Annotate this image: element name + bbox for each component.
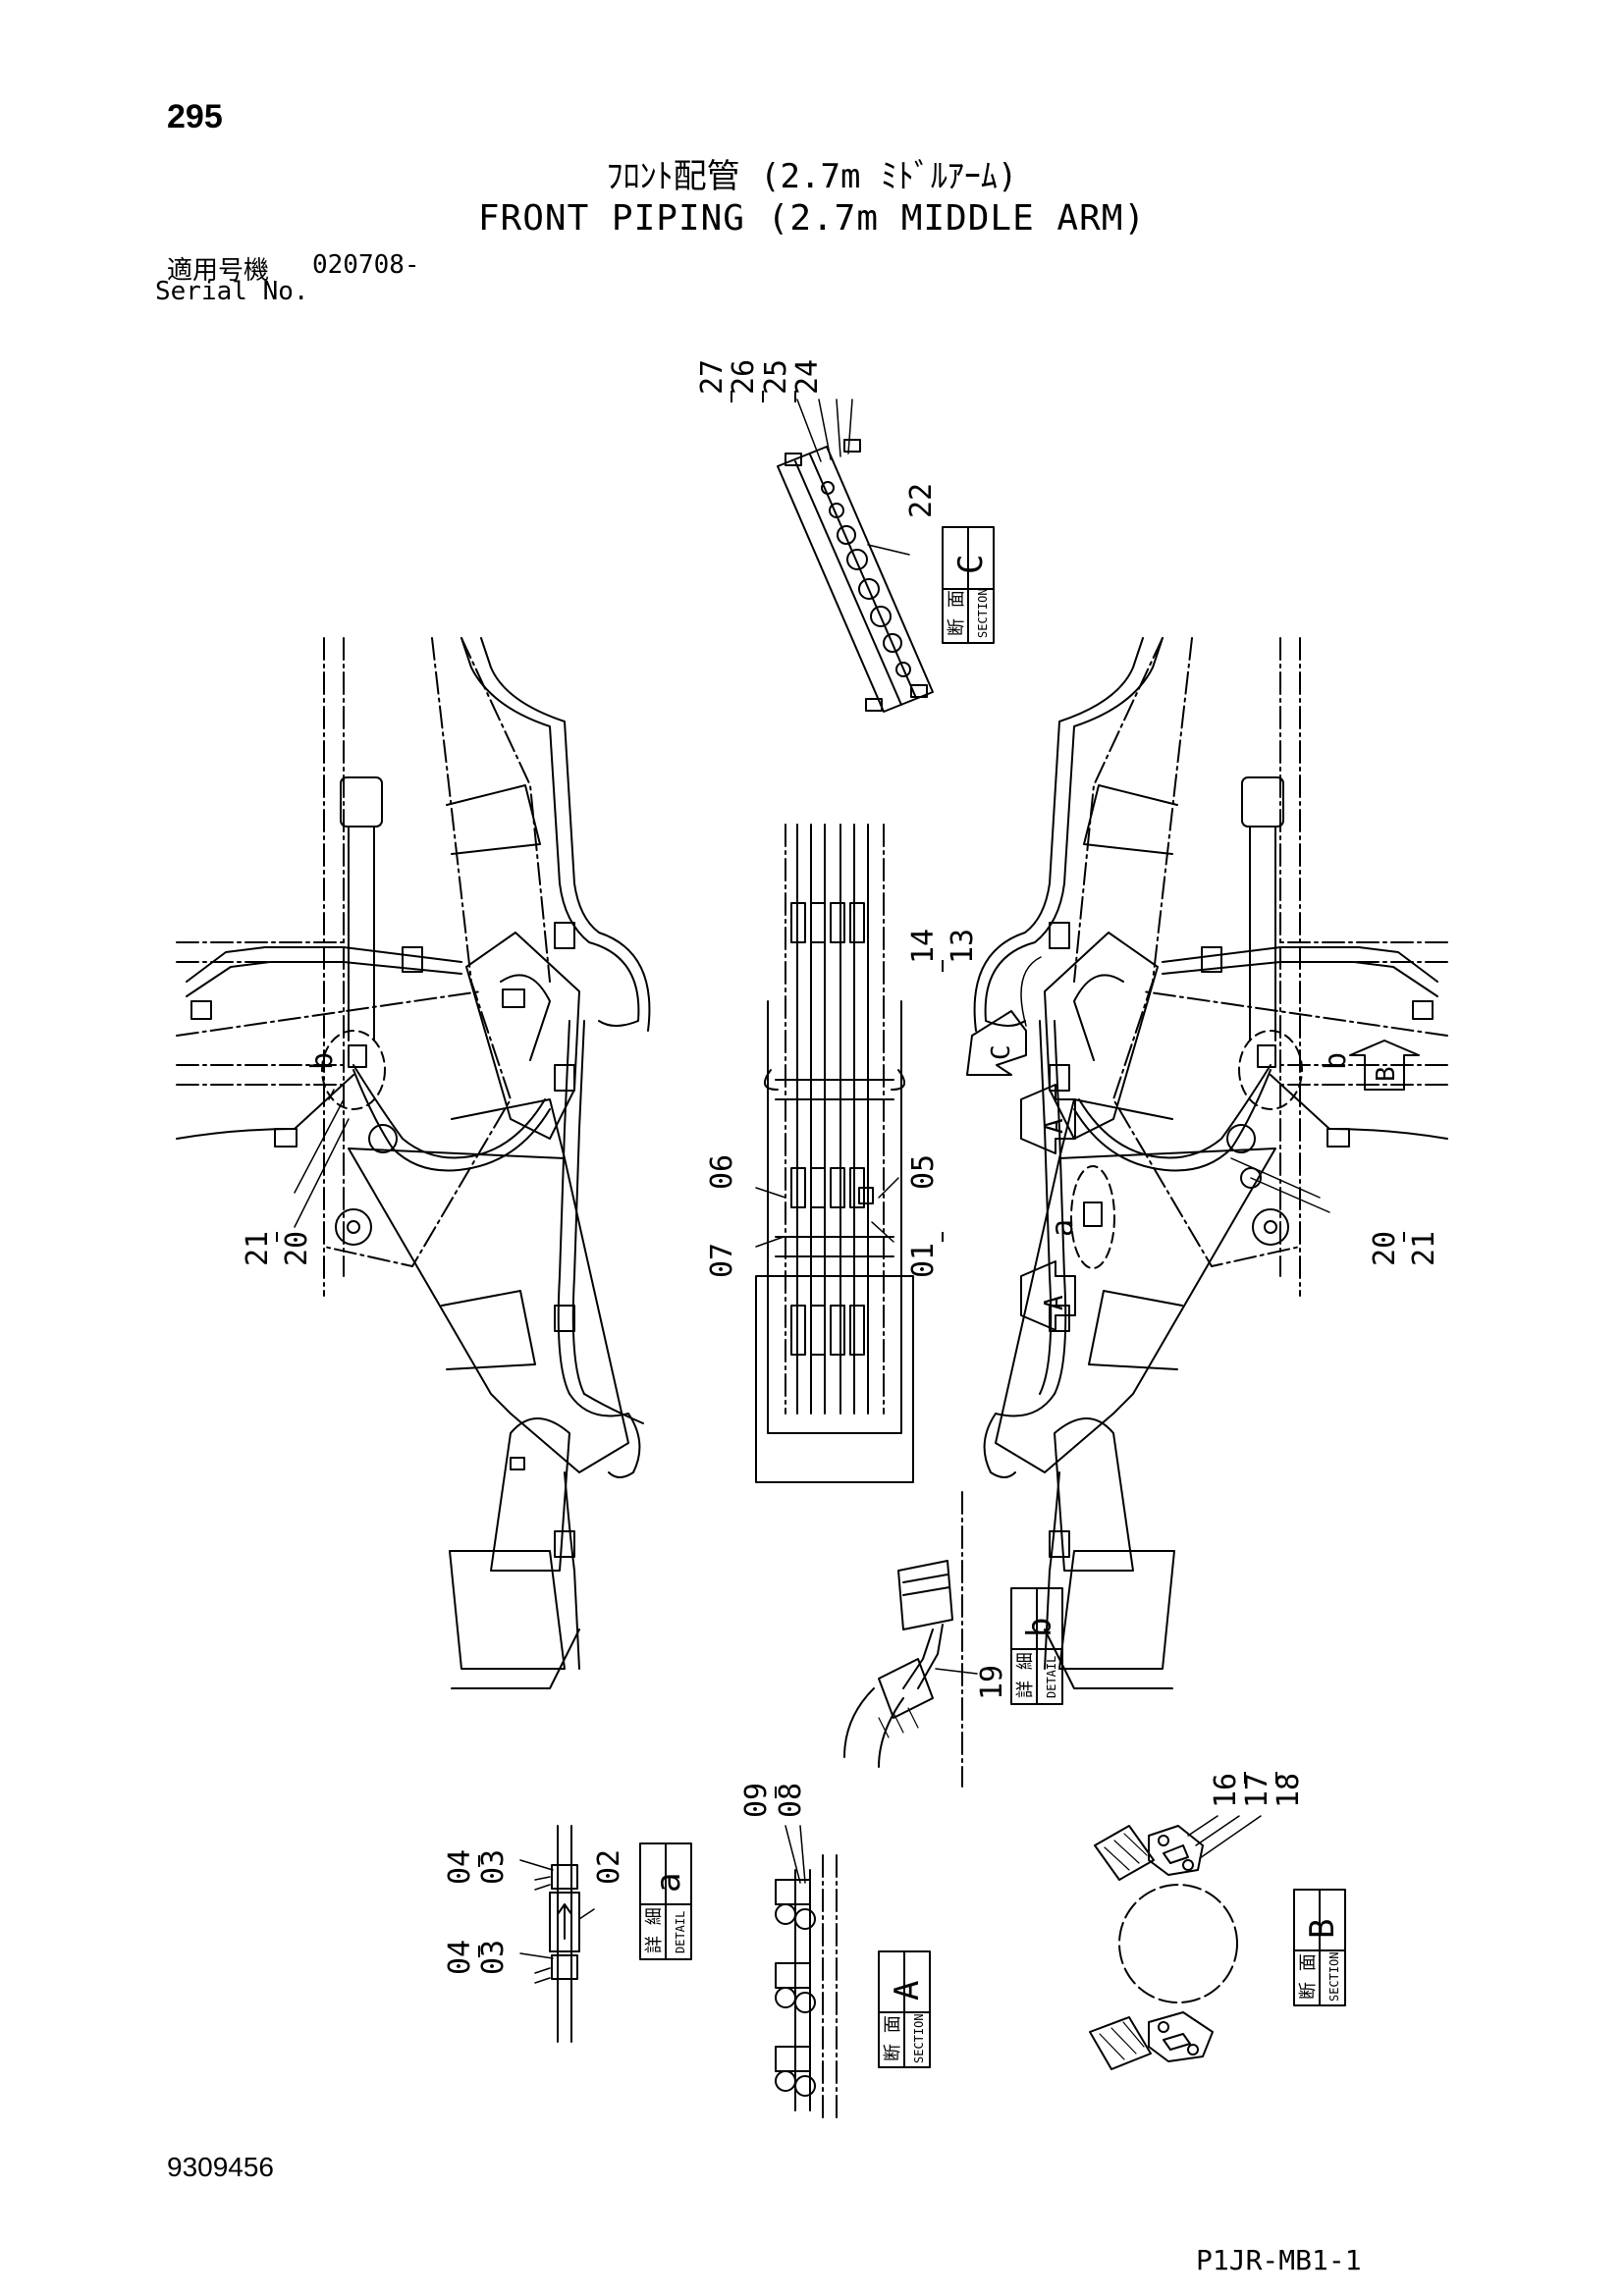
document-number: 9309456 — [167, 2152, 275, 2182]
section-a-clamp-stack — [775, 1825, 838, 2121]
callout-20-right: 20 — [1368, 1231, 1402, 1266]
serial-value: 020708- — [312, 250, 420, 280]
view-letter-c-arrow: C — [987, 1044, 1016, 1060]
section-c-clamp-assembly — [777, 399, 934, 713]
callout-02: 02 — [592, 1849, 626, 1885]
callout-09: 09 — [739, 1783, 774, 1818]
callout-03-lower: 03 — [476, 1940, 511, 1975]
callout-08: 08 — [774, 1783, 808, 1818]
section-b-ja: 断 面 — [1298, 1953, 1319, 2000]
section-c-label-box — [942, 526, 995, 644]
callout-03-upper: 03 — [476, 1849, 511, 1885]
view-arrow-b — [1349, 1040, 1420, 1091]
view-letter-b-arrow: B — [1372, 1066, 1401, 1082]
callout-27: 27 — [695, 359, 730, 395]
section-b-fittings — [1089, 1815, 1262, 2070]
callout-21-right: 21 — [1407, 1231, 1441, 1266]
callout-19: 19 — [975, 1665, 1009, 1700]
detail-b-en: DETAIL — [1045, 1656, 1058, 1698]
view-letter-a-arrow-upper: A — [1040, 1118, 1069, 1134]
page-code: P1JR-MB1-1 — [1196, 2244, 1362, 2276]
section-a-ja: 断 面 — [883, 2015, 903, 2061]
callout-04-upper: 04 — [443, 1849, 477, 1885]
callout-21-left: 21 — [241, 1231, 275, 1266]
callout-07: 07 — [705, 1243, 739, 1278]
callout-24: 24 — [790, 359, 825, 395]
view-letter-a-arrow-lower: A — [1040, 1295, 1069, 1310]
view-arrow-a-upper — [1020, 1084, 1076, 1154]
center-view-structure — [755, 824, 914, 1483]
view-letter-b-left: b — [305, 1052, 340, 1070]
detail-a-fitting — [519, 1825, 595, 2043]
section-b-letter: B — [1303, 1919, 1342, 1939]
detail-b-letter: b — [1020, 1618, 1059, 1637]
title-japanese: ﾌﾛﾝﾄ配管 (2.7m ﾐﾄﾞﾙｱｰﾑ) — [606, 157, 1018, 196]
callout-01: 01 — [906, 1243, 941, 1278]
detail-a-label-box — [639, 1842, 692, 1960]
view-arrow-a-lower — [1020, 1260, 1076, 1331]
section-b-en: SECTION — [1327, 1951, 1341, 2002]
serial-label-english: Serial No. — [155, 277, 309, 306]
callout-13: 13 — [946, 929, 980, 964]
callout-22: 22 — [904, 483, 939, 518]
callout-25: 25 — [759, 359, 793, 395]
detail-b-fitting — [843, 1491, 978, 1788]
section-c-letter: C — [951, 555, 991, 574]
left-view-structure — [176, 637, 651, 1689]
detail-a-ja: 詳 細 — [644, 1907, 665, 1953]
view-letter-b-right: b — [1319, 1052, 1353, 1070]
section-b-label-box — [1293, 1889, 1346, 2006]
section-a-letter: A — [888, 1981, 927, 2001]
callout-26: 26 — [727, 359, 761, 395]
serial-label-japanese: 適用号機 — [167, 256, 270, 286]
detail-b-ja: 詳 細 — [1015, 1652, 1036, 1698]
section-c-en: SECTION — [976, 588, 990, 638]
callout-04-lower: 04 — [443, 1940, 477, 1975]
detail-a-en: DETAIL — [674, 1911, 687, 1953]
callout-05: 05 — [906, 1154, 941, 1190]
callout-14: 14 — [906, 929, 941, 964]
section-a-en: SECTION — [912, 2013, 926, 2063]
view-arrow-c — [966, 1010, 1027, 1076]
section-c-ja: 断 面 — [947, 590, 967, 636]
page-number: 295 — [167, 98, 223, 135]
section-a-label-box — [878, 1950, 931, 2068]
title-english: FRONT PIPING (2.7m MIDDLE ARM) — [477, 198, 1147, 239]
detail-b-label-box — [1010, 1587, 1063, 1705]
callout-06: 06 — [705, 1154, 739, 1190]
view-letter-a: a — [1046, 1219, 1080, 1237]
callout-20-left: 20 — [280, 1231, 314, 1266]
right-view-structure — [973, 637, 1448, 1689]
detail-a-letter: a — [649, 1873, 688, 1893]
callout-16: 16 — [1209, 1773, 1243, 1808]
